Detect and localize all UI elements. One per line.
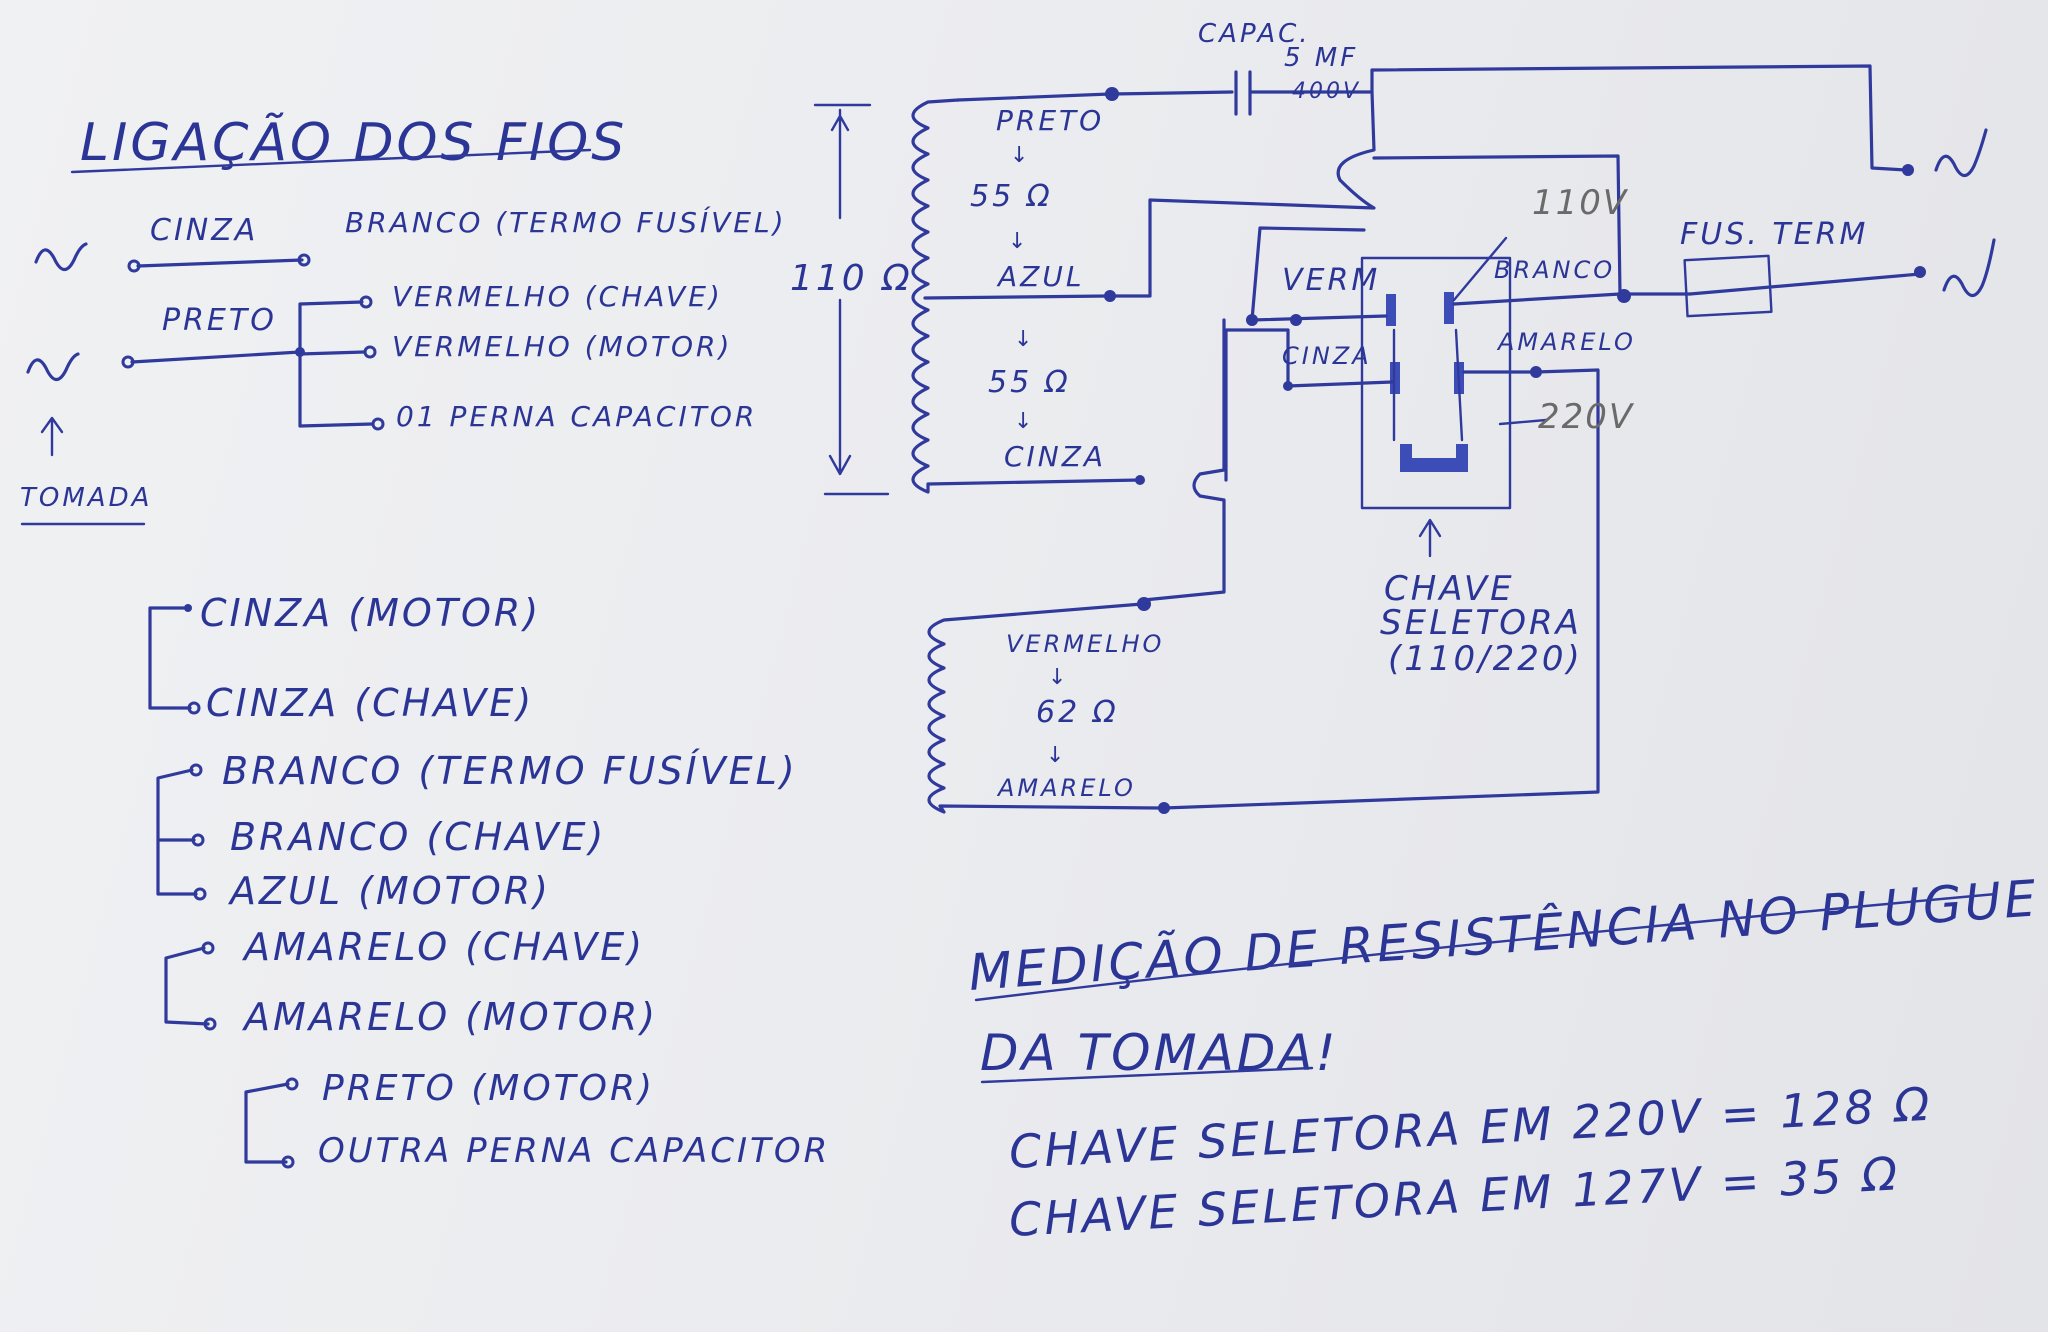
measurement-underline <box>980 1066 1314 1084</box>
winding-span-label: 110 Ω <box>790 258 913 299</box>
group-bracket <box>156 768 198 896</box>
dimension-bottom <box>823 298 890 496</box>
switch-label-amarelo: AMARELO <box>1496 328 1636 356</box>
winding2-bottom-label: AMARELO <box>996 774 1136 802</box>
wire-cinza-down <box>1142 318 1226 602</box>
capacitor-label: CAPAC. <box>1198 19 1311 49</box>
measurement-underline <box>974 892 1998 1002</box>
branch-label: 01 PERNA CAPACITOR <box>396 400 757 433</box>
wire-branco-switch <box>1452 292 1692 306</box>
outlet-plug-icon <box>1942 238 1996 298</box>
group-item: AMARELO (CHAVE) <box>241 925 645 969</box>
terminal <box>1135 475 1145 485</box>
terminal <box>363 345 377 359</box>
tomada-label: TOMADA <box>20 483 152 513</box>
group-item: BRANCO (CHAVE) <box>230 815 606 859</box>
branch-label: VERMELHO (CHAVE) <box>392 280 723 313</box>
svg-text:↓: ↓ <box>1008 229 1029 254</box>
arrow-up-icon <box>40 416 64 457</box>
winding1-top-label: PRETO <box>996 104 1104 137</box>
terminal <box>297 253 311 267</box>
thermal-fuse <box>1683 254 1773 318</box>
switch-caption: (110/220) <box>1388 639 1583 679</box>
terminal <box>359 295 373 309</box>
dimension-top <box>813 103 872 220</box>
switch-label-verm: VERM <box>1282 263 1380 298</box>
v220-pointer <box>1498 418 1548 426</box>
svg-text:↓: ↓ <box>1048 665 1069 690</box>
wire <box>130 350 302 364</box>
winding1-bottom-label: CINZA <box>1004 440 1106 473</box>
svg-text:↓: ↓ <box>1014 409 1035 434</box>
motor-winding-1 <box>911 98 1142 494</box>
switch-caption: CHAVE <box>1384 569 1515 609</box>
group-item: BRANCO (TERMO FUSÍVEL) <box>222 749 798 793</box>
switch-contact <box>1386 294 1396 326</box>
arrow-up-icon <box>1418 518 1442 558</box>
switch-arrows <box>1392 328 1464 442</box>
switch-caption: SELETORA <box>1380 603 1582 643</box>
group-bracket <box>148 606 192 710</box>
group-item: CINZA (CHAVE) <box>206 681 534 725</box>
switch-slider-end <box>1400 444 1412 472</box>
svg-text:↓: ↓ <box>1046 743 1067 768</box>
capacitor-voltage: 400V <box>1292 79 1361 104</box>
switch-label-110v: 110V <box>1532 183 1629 223</box>
wire-capacitor-down <box>1108 90 1376 298</box>
fuse-label: FUS. TERM <box>1680 217 1868 252</box>
wire-amarelo-switch <box>1162 368 1600 810</box>
terminal <box>1158 802 1170 814</box>
switch-slider-bar <box>1400 458 1466 472</box>
switch-label-220v: 220V <box>1538 397 1635 437</box>
switch-contact <box>1444 292 1454 324</box>
outlet-plug-icon <box>26 352 80 382</box>
wire-label-preto: PRETO <box>162 303 277 338</box>
wire-to-outlet-a <box>1370 64 1908 172</box>
winding1-r2: 55 Ω <box>988 365 1071 400</box>
wire <box>136 258 304 268</box>
notes-title: LIGAÇÃO DOS FIOS <box>80 112 627 173</box>
title-underline <box>70 148 592 174</box>
branch-lines <box>298 300 374 428</box>
group-bracket <box>164 946 210 1026</box>
outlet-plug-icon <box>34 242 88 272</box>
capacitor-value: 5 MF <box>1284 43 1358 73</box>
measurement-title-2: DA TOMADA! <box>980 1024 1339 1082</box>
winding1-mid-label: AZUL <box>996 260 1084 293</box>
terminal <box>371 417 385 431</box>
group-bracket <box>244 1082 290 1164</box>
wire-top-branco <box>1372 154 1622 296</box>
winding2-top-label: VERMELHO <box>1006 630 1164 658</box>
switch-label-branco: BRANCO <box>1494 256 1615 284</box>
switch-slider-end <box>1456 444 1468 472</box>
terminal <box>1137 597 1151 611</box>
group-item: PRETO (MOTOR) <box>322 1068 655 1109</box>
wire-cinza-switch <box>1224 328 1394 482</box>
wire-label-branco: BRANCO (TERMO FUSÍVEL) <box>345 205 787 239</box>
winding2-r: 62 Ω <box>1036 695 1119 730</box>
outlet-plug-icon <box>1934 128 1988 178</box>
switch-label-cinza: CINZA <box>1282 342 1372 370</box>
v110-pointer <box>1452 236 1508 302</box>
wire-preto <box>956 92 1112 102</box>
group-item: CINZA (MOTOR) <box>200 591 541 635</box>
branch-label: VERMELHO (MOTOR) <box>392 330 732 363</box>
group-item: AMARELO (MOTOR) <box>241 995 658 1039</box>
group-item: AZUL (MOTOR) <box>227 869 551 913</box>
winding-tap <box>923 294 1110 300</box>
winding1-r1: 55 Ω <box>970 179 1053 214</box>
wire-vermelho-switch <box>1250 226 1388 322</box>
motor-winding-2 <box>927 602 1162 814</box>
outlet-terminal-a <box>1902 164 1914 176</box>
wire-label-cinza: CINZA <box>150 213 258 248</box>
capacitor-symbol <box>1110 70 1374 116</box>
wire-to-fuse <box>1688 272 1922 296</box>
outlet-terminal-b <box>1914 266 1926 278</box>
svg-text:↓: ↓ <box>1014 327 1035 352</box>
svg-text:↓: ↓ <box>1010 143 1031 168</box>
group-item: OUTRA PERNA CAPACITOR <box>318 1131 830 1171</box>
